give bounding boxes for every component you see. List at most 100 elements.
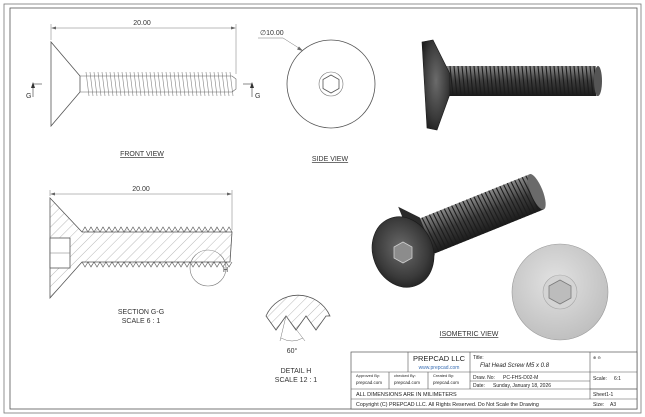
isometric-label: ISOMETRIC VIEW xyxy=(440,331,499,338)
iso-tip xyxy=(527,174,546,210)
iso-hex-socket xyxy=(393,241,413,264)
front-thread-line xyxy=(169,71,174,97)
front-thread-line xyxy=(89,71,94,97)
front-thread-line xyxy=(189,71,194,97)
shank-thread-line xyxy=(533,65,538,97)
shank-thread-line xyxy=(541,65,546,97)
tb-logo-mark: ⊕ ⊖ xyxy=(593,355,601,360)
shank-thread-line xyxy=(477,65,482,97)
shank-thread-line xyxy=(449,65,454,97)
copyright: Copyright (C) PREPCAD LLC. All Rights Re… xyxy=(356,402,539,408)
shank-thread-line xyxy=(529,65,534,97)
front-thread-line xyxy=(193,71,198,97)
iso-thread-line xyxy=(447,206,466,242)
shank-thread-line xyxy=(577,65,582,97)
iso-thread-line xyxy=(473,196,492,232)
shank-thread-line xyxy=(537,65,542,97)
section-thread-teeth-top xyxy=(81,226,233,233)
section-mark-left: G xyxy=(26,93,31,100)
title-label: Title: xyxy=(473,355,484,361)
front-view-threads xyxy=(85,71,234,97)
front-thread-line xyxy=(85,71,90,97)
sheet-value: Sheet1-1 xyxy=(593,392,614,398)
iso-thread-line xyxy=(458,202,477,238)
shank-thread-line xyxy=(517,65,522,97)
front-thread-line xyxy=(213,71,218,97)
front-thread-line xyxy=(145,71,150,97)
shank-thread-line xyxy=(573,65,578,97)
checked-label: checked By: xyxy=(394,373,416,378)
iso-thread-line xyxy=(499,185,518,221)
section-view: H 20.00 SECTION G-G SCALE 6 : 1 xyxy=(49,186,233,325)
detail-label: DETAIL H xyxy=(281,368,312,375)
front-thread-line xyxy=(157,71,162,97)
front-thread-line xyxy=(121,71,126,97)
front-thread-line xyxy=(129,71,134,97)
iso-thread-line xyxy=(495,187,514,223)
shank-thread-line xyxy=(461,65,466,97)
shank-thread-line xyxy=(557,65,562,97)
iso-thread-line xyxy=(466,199,485,235)
iso-thread-line xyxy=(480,193,499,229)
approved-label: Approved By: xyxy=(356,373,380,378)
company-name: PREPCAD LLC xyxy=(413,354,466,363)
iso-thread-line xyxy=(421,217,440,252)
isometric-view: ISOMETRIC VIEW xyxy=(371,174,546,338)
front-thread-line xyxy=(125,71,130,97)
shank-thread-line xyxy=(453,65,458,97)
front-thread-line xyxy=(217,71,222,97)
iso-shank xyxy=(418,174,544,255)
iso-thread-line xyxy=(428,214,447,250)
iso-thread-line xyxy=(503,184,522,220)
created-value: prepcad.com xyxy=(433,380,459,385)
size-value: A3 xyxy=(610,402,616,408)
section-threads xyxy=(81,226,233,268)
section-thread-teeth-bottom xyxy=(81,261,233,268)
front-thread-line xyxy=(109,71,114,97)
front-thread-line xyxy=(105,71,110,97)
front-thread-line xyxy=(137,71,142,97)
iso-thread-line xyxy=(425,215,444,251)
front-thread-line xyxy=(181,71,186,97)
front-view-head xyxy=(50,40,81,128)
shank-thread-line xyxy=(569,65,574,97)
iso-thread-line xyxy=(443,208,462,244)
section-dimension: 20.00 xyxy=(132,186,150,193)
date-value: Sunday, January 18, 2026 xyxy=(493,383,551,389)
scale-label: Scale: xyxy=(593,376,607,382)
front-thread-line xyxy=(101,71,106,97)
side-view-label: SIDE VIEW xyxy=(312,156,349,163)
shank-thread-line xyxy=(473,65,478,97)
front-thread-line xyxy=(113,71,118,97)
shank-thread-line xyxy=(509,65,514,97)
detail-thread-profile xyxy=(265,294,331,331)
shank-thread-line xyxy=(481,65,486,97)
iso-thread-line xyxy=(432,212,451,248)
iso-thread-line xyxy=(491,188,510,224)
shank-thread-line xyxy=(585,65,590,97)
iso-thread-line xyxy=(462,200,481,236)
company-website: www.prepcad.com xyxy=(419,365,460,371)
front-thread-line xyxy=(205,71,210,97)
front-view-dimension: 20.00 xyxy=(133,20,151,27)
detail-view: 60° DETAIL H SCALE 12 : 1 xyxy=(265,294,331,384)
iso-thread-line xyxy=(454,203,473,239)
section-scale: SCALE 6 : 1 xyxy=(122,318,161,325)
size-label: Size: xyxy=(593,402,604,408)
shank-thread-line xyxy=(457,65,462,97)
side-view-hex-socket xyxy=(322,74,340,94)
shank-thread-line xyxy=(545,65,550,97)
screw-head xyxy=(421,39,451,131)
section-mark-right: G xyxy=(255,93,260,100)
shank-thread-line xyxy=(505,65,510,97)
section-label: SECTION G-G xyxy=(118,309,164,316)
shank-thread-line xyxy=(465,65,470,97)
front-thread-line xyxy=(117,71,122,97)
front-thread-line xyxy=(161,71,166,97)
inner-border xyxy=(9,7,638,410)
dimensions-note: ALL DIMENSIONS ARE IN MILIMETERS xyxy=(356,392,457,398)
head-top-render xyxy=(511,243,609,341)
front-thread-line xyxy=(197,71,202,97)
screw-3d-render xyxy=(421,39,602,131)
